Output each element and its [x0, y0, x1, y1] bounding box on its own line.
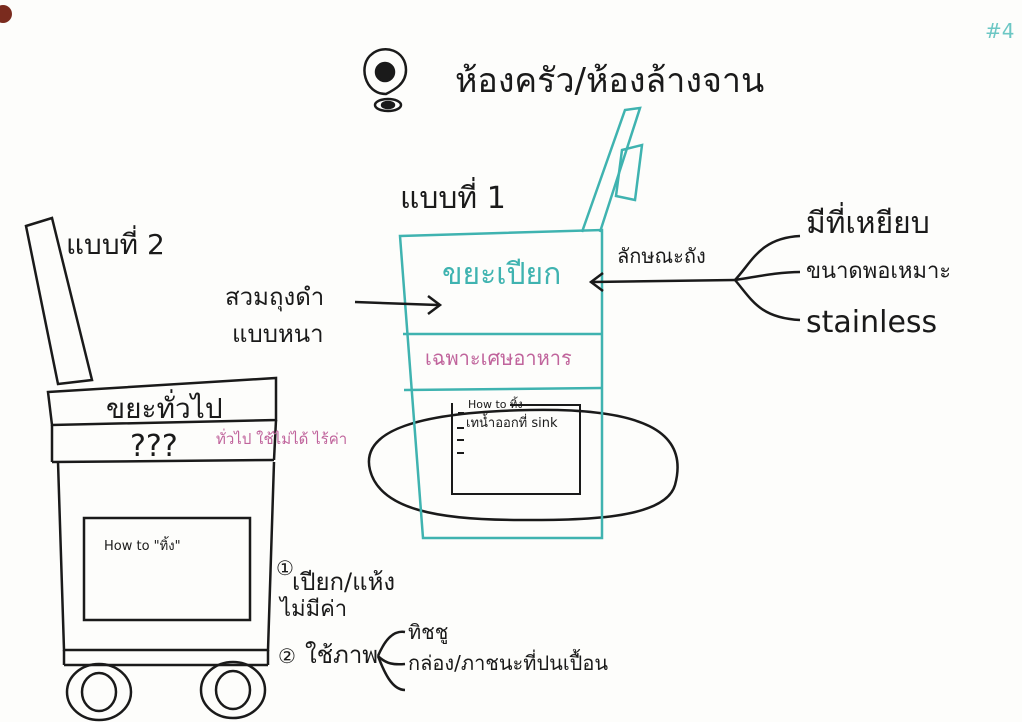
- features-label: ลักษณะถัง: [617, 244, 706, 268]
- page-title: ห้องครัว/ห้องล้างจาน: [455, 61, 764, 101]
- note1-line2: ไม่มีค่า: [278, 596, 347, 622]
- note1-line1: เปียก/แห้ง: [292, 568, 395, 596]
- note2-item-box: กล่อง/ภาชนะที่ปนเปื้อน: [408, 649, 608, 675]
- note1-number: ①: [276, 556, 294, 580]
- bin2-lever: [24, 216, 94, 386]
- feature-size: ขนาดพอเหมาะ: [806, 259, 951, 284]
- bin1-howto-box: [451, 403, 581, 495]
- bin2-general-label: ขยะทั่วไป: [106, 389, 223, 425]
- bin1-body: [398, 228, 604, 540]
- bin1-howto-title: How to ทิ้ง: [468, 396, 523, 411]
- feature-pedal: มีที่เหยียบ: [806, 202, 930, 241]
- bag-arrow: [354, 295, 443, 315]
- note2-label: ใช้ภาพ: [305, 641, 378, 669]
- note2-bracket: [376, 630, 406, 692]
- bin1-title: แบบที่ 1: [400, 177, 506, 216]
- bin2-howto-box: [82, 516, 252, 622]
- location-pin-icon: [363, 48, 408, 113]
- bin2-wheel-left: [65, 662, 133, 722]
- features-bracket: [734, 234, 801, 322]
- bin1-pedal-lever: [580, 106, 644, 233]
- bin2-howto-title: How to "ทิ้ง": [104, 536, 181, 554]
- bin2-title: แบบที่ 2: [66, 225, 165, 261]
- bag-label-line1: สวมถุงดำ: [225, 283, 324, 312]
- bin2-body: [46, 376, 278, 667]
- bin2-unknown-label: ???: [130, 429, 178, 464]
- features-arrow: [588, 272, 736, 292]
- bin1-base: [367, 408, 679, 522]
- bin1-howto-item: เทน้ำออกที่ sink: [466, 413, 558, 431]
- bin2-unknown-note: ทั่วไป ใช้ไม่ได้ ไร้ค่า: [216, 428, 347, 448]
- note2-number: ②: [278, 644, 296, 668]
- bag-label-line2: แบบหนา: [232, 320, 324, 348]
- bin1-wet-label: ขยะเปียก: [442, 257, 561, 292]
- ink-blot: [0, 5, 12, 23]
- page-number: #4: [985, 19, 1014, 43]
- note2-item-tissue: ทิชชู: [408, 620, 448, 645]
- bin2-wheel-right: [199, 660, 267, 720]
- bin1-food-label: เฉพาะเศษอาหาร: [425, 346, 572, 370]
- feature-stainless: stainless: [806, 305, 937, 340]
